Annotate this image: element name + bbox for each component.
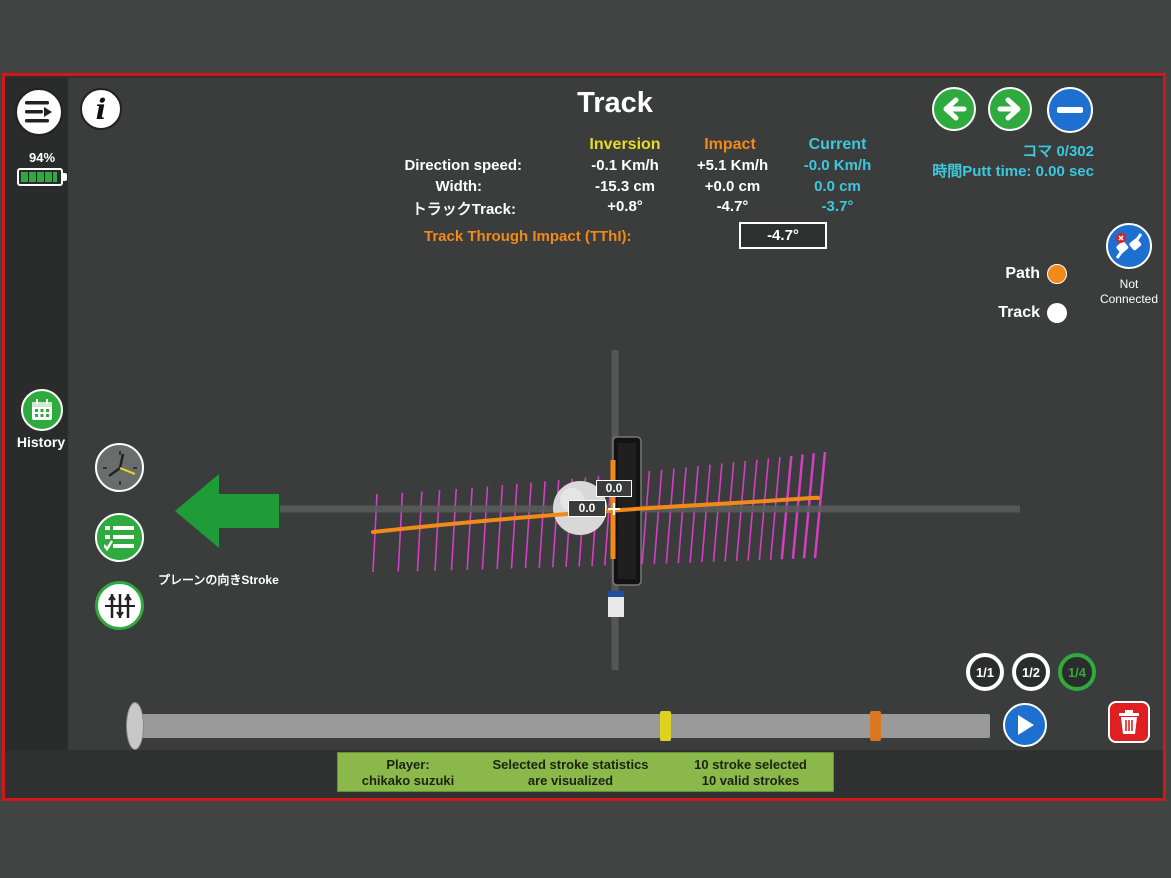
checklist-icon: [103, 525, 134, 551]
ratio-button-1-2[interactable]: 1/2: [1012, 653, 1050, 691]
stats-value: -15.3 cm: [594, 178, 656, 195]
track-line: [397, 492, 404, 572]
arrow-left-icon: [943, 97, 967, 121]
track-line: [450, 488, 458, 571]
track-line: [689, 465, 699, 563]
stats-value: +0.0 cm: [704, 178, 761, 195]
tthi-label: Track Through Impact (TThI):: [424, 228, 632, 245]
prev-button[interactable]: [932, 87, 976, 131]
trash-icon: [1119, 710, 1139, 734]
timeline-handle[interactable]: [126, 702, 144, 750]
stats-value: -0.1 Km/h: [591, 157, 659, 174]
track-line: [538, 481, 546, 568]
menu-button[interactable]: [15, 88, 63, 136]
track-line: [524, 482, 532, 569]
battery-percent: 94%: [28, 150, 56, 165]
track-line: [466, 487, 473, 570]
strokes-selected-line1: 10 stroke selected: [694, 757, 807, 772]
history-button[interactable]: [21, 389, 63, 431]
clock-icon: [102, 450, 137, 485]
readout-top: 0.0: [596, 480, 632, 497]
checklist-button[interactable]: [95, 513, 144, 562]
play-button[interactable]: [1003, 703, 1047, 747]
stats-value: -3.7°: [821, 198, 854, 215]
remove-button[interactable]: [1047, 87, 1093, 133]
next-button[interactable]: [988, 87, 1032, 131]
tthi-value-box: -4.7°: [739, 222, 827, 249]
stats-value: -4.7°: [716, 198, 749, 215]
legend-path-label: Path: [1005, 265, 1040, 282]
impact-cross-icon: [608, 503, 620, 515]
stats-col-current: Current: [808, 136, 867, 153]
track-line: [496, 485, 504, 570]
delete-button[interactable]: [1108, 701, 1150, 743]
track-line: [481, 486, 489, 570]
history-label: History: [16, 434, 66, 450]
putt-time: 時間Putt time: 0.00 sec: [932, 163, 1094, 180]
stats-visualized-line1: Selected stroke statistics: [492, 757, 649, 772]
track-line: [813, 451, 827, 559]
ratio-button-1-4[interactable]: 1/4: [1058, 653, 1096, 691]
arrow-right-icon: [997, 97, 1021, 121]
battery-fill: [21, 172, 57, 182]
track-line: [701, 464, 711, 563]
stats-label-direction-speed: Direction speed:: [404, 157, 522, 174]
track-line: [510, 483, 518, 569]
track-line: [712, 463, 723, 562]
sliders-icon: [104, 593, 135, 618]
battery-icon: [17, 168, 63, 186]
page-title: Track: [577, 87, 653, 119]
legend-track-label: Track: [998, 304, 1040, 321]
stroke-info-panel: Player: chikako suzuki Selected stroke s…: [337, 752, 834, 792]
stats-value: +0.8°: [607, 198, 643, 215]
clock-view-button[interactable]: [95, 443, 144, 492]
player-label: Player:: [386, 757, 430, 772]
timeline-marker-orange[interactable]: [869, 711, 881, 741]
timeline-marker-yellow[interactable]: [660, 711, 672, 741]
track-line: [416, 491, 423, 572]
stats-col-impact: Impact: [704, 136, 756, 153]
strokes-selected-line2: 10 valid strokes: [701, 773, 800, 788]
stats-value: +5.1 Km/h: [696, 157, 769, 174]
track-line: [677, 467, 687, 564]
stats-label-track: トラックTrack:: [411, 201, 516, 218]
info-button[interactable]: i: [80, 88, 122, 130]
info-icon: i: [95, 92, 107, 126]
calendar-icon: [32, 399, 52, 420]
legend-path-swatch[interactable]: [1047, 264, 1067, 284]
play-icon: [1018, 715, 1034, 735]
connection-status-line1: Not: [1119, 277, 1139, 291]
track-line: [653, 469, 663, 565]
stats-col-inversion: Inversion: [589, 136, 661, 153]
track-line: [641, 471, 651, 565]
readout-left: 0.0: [568, 500, 606, 517]
stroke-track-lines: [372, 451, 827, 573]
timeline-track[interactable]: [136, 711, 990, 741]
legend-track-swatch[interactable]: [1047, 303, 1067, 323]
track-line: [665, 468, 675, 564]
stats-value: 0.0 cm: [814, 178, 861, 195]
path-line: [371, 495, 821, 534]
frame-counter: コマ 0/302: [1022, 143, 1094, 160]
stats-label-width: Width:: [435, 178, 482, 195]
player-name: chikako suzuki: [361, 773, 455, 788]
unplugged-icon: [1115, 233, 1143, 259]
track-line: [434, 490, 441, 571]
stroke-label: プレーンの向きStroke: [158, 573, 279, 587]
adjust-button[interactable]: [95, 581, 144, 630]
stats-value: -0.0 Km/h: [803, 157, 872, 174]
connection-button[interactable]: [1106, 223, 1152, 269]
minus-icon: [1057, 107, 1083, 113]
connection-status-line2: Connected: [1099, 292, 1159, 306]
menu-icon: [25, 101, 52, 123]
putting-canvas: [280, 350, 1020, 670]
ratio-button-1-1[interactable]: 1/1: [966, 653, 1004, 691]
stats-visualized-line2: are visualized: [527, 773, 614, 788]
battery-tip: [63, 173, 67, 181]
direction-arrow-icon: [175, 474, 279, 548]
